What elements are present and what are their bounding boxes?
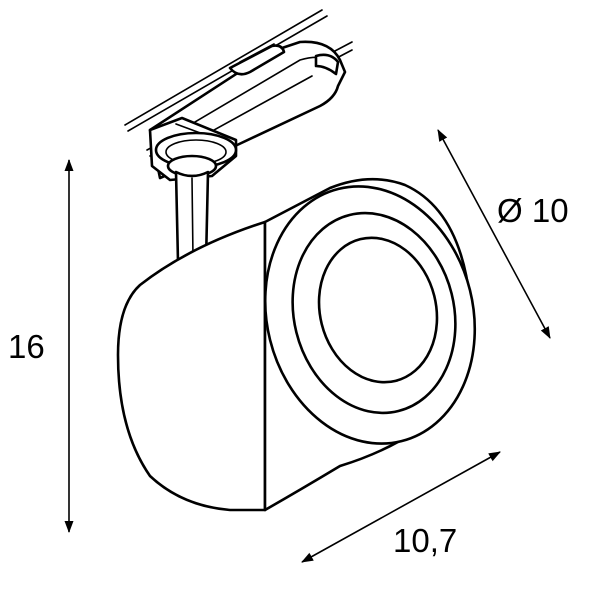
height-dimension: 16: [8, 159, 74, 533]
diameter-dimension: Ø 10: [437, 129, 569, 339]
height-label: 16: [8, 328, 45, 365]
depth-dimension: 10,7: [301, 451, 501, 563]
diameter-label: Ø 10: [497, 192, 569, 229]
spot-head: [116, 177, 477, 512]
depth-dimension-line: [301, 451, 501, 563]
diameter-dimension-line: [437, 129, 551, 339]
depth-label: 10,7: [393, 522, 457, 559]
